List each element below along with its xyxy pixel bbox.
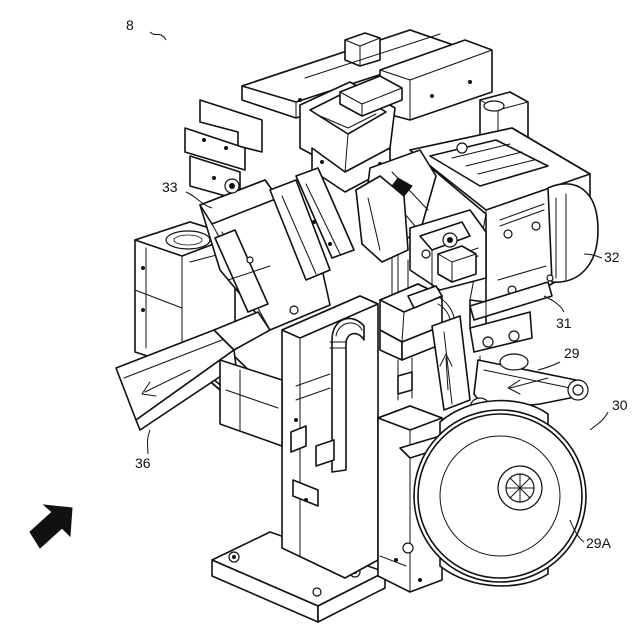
ref-label-36: 36 bbox=[135, 455, 151, 471]
ref-label-29A: 29A bbox=[586, 535, 612, 551]
leader-30 bbox=[590, 412, 608, 430]
ref-label-32: 32 bbox=[604, 249, 620, 265]
roll-29A bbox=[414, 401, 586, 586]
leader-31 bbox=[544, 296, 564, 312]
leader-29 bbox=[538, 362, 560, 370]
ref-label-8: 8 bbox=[126, 17, 134, 33]
ref-label-29: 29 bbox=[564, 345, 580, 361]
view-direction-arrow-icon bbox=[30, 505, 72, 548]
ref-label-30: 30 bbox=[612, 397, 628, 413]
ref-label-33: 33 bbox=[162, 179, 178, 195]
leader-8 bbox=[150, 32, 166, 40]
leader-36 bbox=[148, 430, 151, 454]
ref-label-31: 31 bbox=[556, 315, 572, 331]
